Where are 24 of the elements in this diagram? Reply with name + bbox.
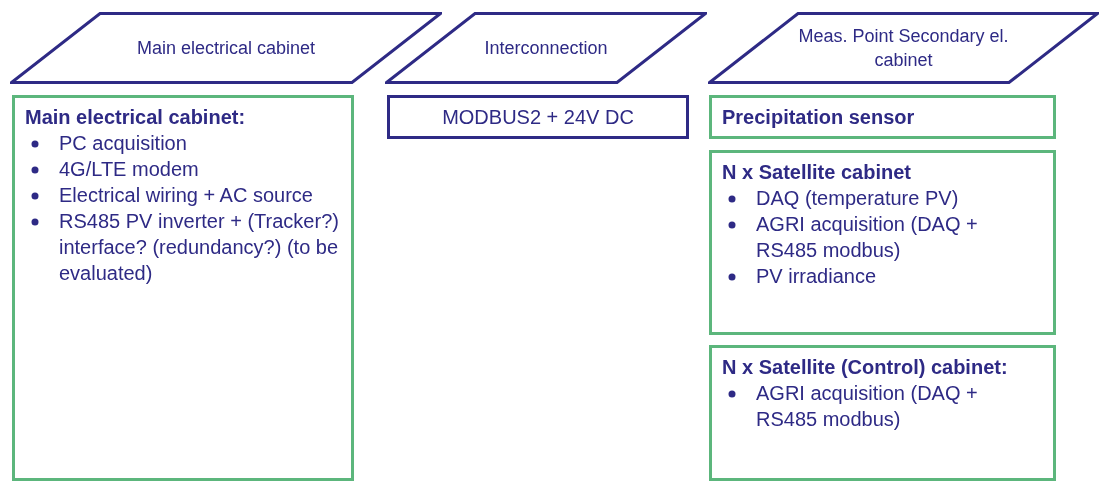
- box-heading: Precipitation sensor: [722, 105, 916, 130]
- list-item: 4G/LTE modem: [59, 158, 199, 180]
- parallelogram-header: [10, 12, 442, 84]
- list-item: PC acquisition: [59, 132, 187, 154]
- parallelogram-header: [708, 12, 1099, 84]
- box-label: MODBUS2 + 24V DC: [441, 105, 635, 130]
- list-item: AGRI acquisition (DAQ + RS485 modbus): [756, 382, 978, 430]
- list-item: Electrical wiring + AC source: [59, 184, 313, 206]
- list-item: DAQ (temperature PV): [756, 187, 959, 209]
- list-item: PV irradiance: [756, 265, 877, 287]
- header-label: Main electrical cabinet: [135, 37, 317, 60]
- component-box: [709, 95, 1056, 139]
- parallelogram-header: [385, 12, 707, 84]
- component-box: [12, 95, 354, 481]
- interface-box: [387, 95, 689, 139]
- component-box: [709, 345, 1056, 481]
- header-label: Interconnection: [483, 37, 609, 60]
- component-box: [709, 150, 1056, 335]
- list-item: AGRI acquisition (DAQ + RS485 modbus): [756, 213, 978, 261]
- header-label: Meas. Point Secondary el. cabinet: [798, 25, 1009, 72]
- list-item: RS485 PV inverter + (Tracker?) interface? (redundancy?) (to be evaluated): [59, 210, 339, 284]
- box-heading: Main electrical cabinet:: [25, 105, 247, 130]
- box-heading: N x Satellite (Control) cabinet:: [722, 355, 1009, 380]
- box-heading: N x Satellite cabinet: [722, 160, 912, 185]
